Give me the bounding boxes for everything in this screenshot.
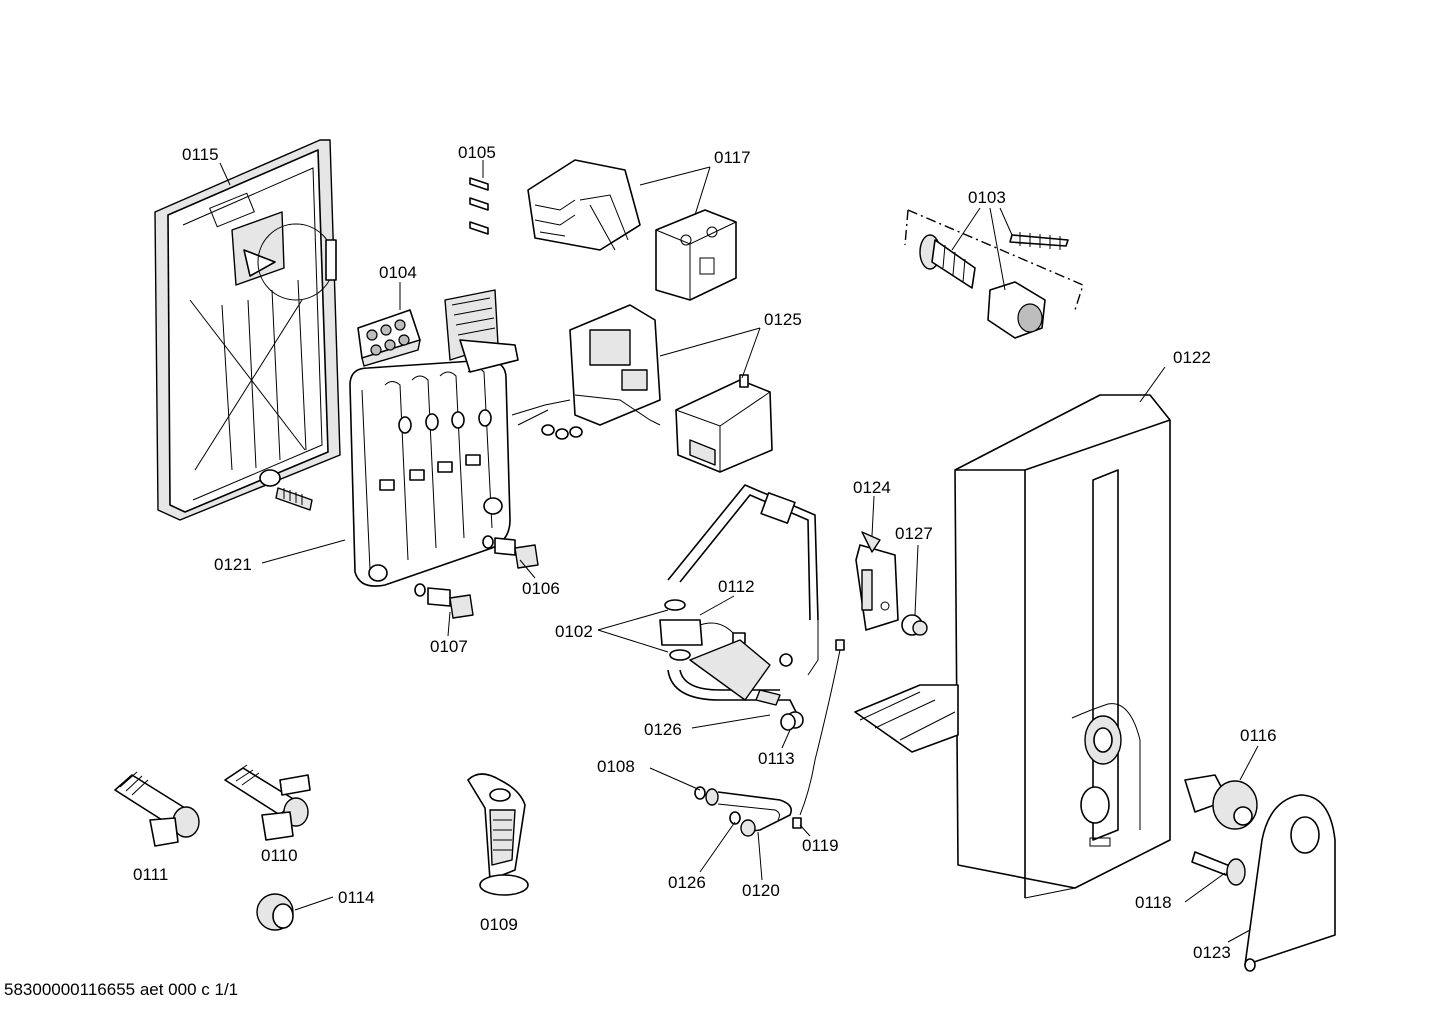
label-0105: 0105 [458,143,496,162]
part-0115-back-plate[interactable] [154,139,341,521]
tray [854,684,959,753]
label-0125: 0125 [764,310,802,329]
part-0109-shower-head[interactable] [467,773,529,896]
part-0122-casing[interactable] [954,394,1171,899]
part-0110-valve[interactable] [224,764,311,841]
part-0121-heating-block[interactable] [349,289,519,587]
label-0126-b: 0126 [668,873,706,892]
label-0120: 0120 [742,881,780,900]
label-0116: 0116 [1240,726,1277,745]
label-0110: 0110 [261,846,298,865]
label-0106: 0106 [522,579,560,598]
part-0113-connector[interactable] [780,713,796,731]
part-0117-relay[interactable] [527,159,737,301]
part-0111-valve[interactable] [114,771,200,847]
label-0113: 0113 [758,749,795,768]
part-0125-control-board[interactable] [511,304,773,473]
label-0121: 0121 [214,555,252,574]
label-0112: 0112 [718,577,755,596]
label-0103: 0103 [968,188,1006,207]
label-0104: 0104 [379,263,417,282]
part-0119-cable[interactable] [792,639,845,829]
part-labels: 0115 0105 0117 0103 0104 0125 0122 0124 … [133,143,1277,962]
label-0107: 0107 [430,637,468,656]
part-0104-terminal-block[interactable] [357,309,421,367]
part-0120-pipe[interactable] [694,786,793,837]
part-0103-fixing-set[interactable] [904,209,1084,339]
leader-lines [219,160,1259,943]
document-id-footer: 58300000116655 aet 000 c 1/1 [4,980,239,999]
part-0116-knob[interactable] [1184,774,1258,830]
label-0123: 0123 [1193,943,1231,962]
label-0126-a: 0126 [644,720,682,739]
label-0118: 0118 [1135,893,1172,912]
label-0117: 0117 [714,148,751,167]
part-0105-clips[interactable] [469,177,489,235]
part-0124-sensor[interactable] [855,531,899,631]
part-0106-valve[interactable] [482,535,539,569]
label-0115: 0115 [182,145,219,164]
part-0114-cap[interactable] [256,893,294,931]
part-0107-valve[interactable] [414,583,474,619]
part-0127-cap[interactable] [901,614,928,636]
label-0111: 0111 [133,865,168,884]
part-0102-0112-flow-unit[interactable] [659,484,819,729]
label-0119: 0119 [802,836,839,855]
label-0122: 0122 [1173,348,1211,367]
label-0127: 0127 [895,524,933,543]
label-0114: 0114 [338,888,375,907]
label-0102: 0102 [555,622,593,641]
part-0118-screw[interactable] [1191,851,1246,886]
label-0109: 0109 [480,915,518,934]
part-0123-cover[interactable] [1244,794,1336,972]
label-0124: 0124 [853,478,891,497]
label-0108: 0108 [597,757,635,776]
